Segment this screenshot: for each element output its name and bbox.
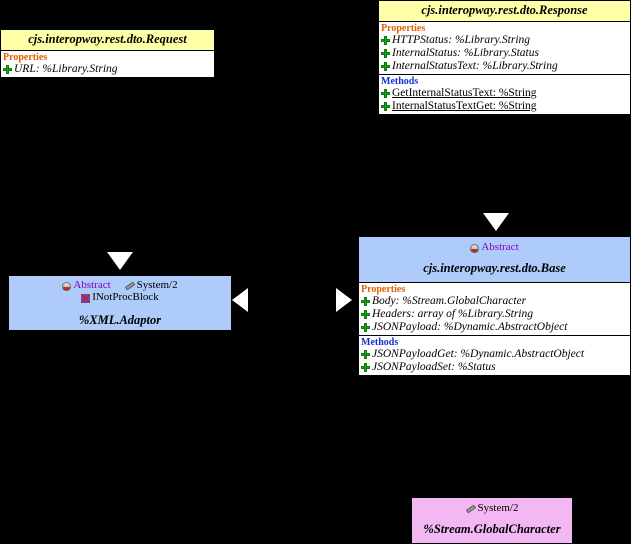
properties-label-base: Properties [361,284,406,295]
properties-compartment-request: Properties URL: %Library.String [1,50,214,77]
badge-row-stream: System/2 [416,502,568,514]
triangle-down-icon [483,213,509,231]
green-plus-icon [381,49,390,58]
class-title-base: cjs.interopway.rest.dto.Base [423,261,566,275]
green-plus-icon [381,89,390,98]
method-text: GetInternalStatusText: %String [392,87,537,99]
class-title-stream: %Stream.GlobalCharacter [423,522,561,536]
class-box-base[interactable]: Abstract cjs.interopway.rest.dto.Base Pr… [358,236,631,376]
badge-abstract: Abstract [470,241,519,253]
interface-icon [81,293,91,303]
triangle-right-icon [336,288,352,312]
class-header-response: cjs.interopway.rest.dto.Response [379,1,630,21]
methods-label-base: Methods [361,337,399,348]
properties-label-response: Properties [381,23,426,34]
class-box-request[interactable]: cjs.interopway.rest.dto.Request Properti… [0,29,215,78]
methods-label-response: Methods [381,76,419,87]
class-header-stream: System/2 %Stream.GlobalCharacter [412,498,572,543]
system-icon [125,282,135,291]
method-row[interactable]: JSONPayloadSet: %Status [359,361,630,374]
green-plus-icon [361,297,370,306]
class-box-stream-globalcharacter[interactable]: System/2 %Stream.GlobalCharacter [411,497,573,544]
property-text: Headers: array of %Library.String [372,308,533,320]
system-icon [466,505,476,514]
methods-compartment-response: Methods GetInternalStatusText: %String I… [379,74,630,114]
green-plus-icon [381,62,390,71]
badge-row-interface: INotProcBlock [13,291,227,303]
methods-compartment-base: Methods JSONPayloadGet: %Dynamic.Abstrac… [359,335,630,375]
property-text: JSONPayload: %Dynamic.AbstractObject [372,321,568,333]
property-row[interactable]: URL: %Library.String [1,63,214,76]
badge-system: System/2 [125,279,178,291]
property-row[interactable]: HTTPStatus: %Library.String [379,34,630,47]
properties-label-request: Properties [3,52,48,63]
badge-abstract-label: Abstract [481,241,519,253]
class-header-request: cjs.interopway.rest.dto.Request [1,30,214,50]
property-text: Body: %Stream.GlobalCharacter [372,295,527,307]
property-row[interactable]: Body: %Stream.GlobalCharacter [359,295,630,308]
method-row[interactable]: GetInternalStatusText: %String [379,87,630,100]
class-title-request: cjs.interopway.rest.dto.Request [28,32,187,46]
abstract-icon [470,243,480,253]
green-plus-icon [381,102,390,111]
method-text: JSONPayloadGet: %Dynamic.AbstractObject [372,348,585,360]
property-row[interactable]: InternalStatus: %Library.Status [379,47,630,60]
property-row[interactable]: JSONPayload: %Dynamic.AbstractObject [359,321,630,334]
class-header-xml-adaptor: Abstract System/2 INotProcBlock %XML.Ada… [9,276,231,330]
green-plus-icon [361,310,370,319]
class-header-base: Abstract cjs.interopway.rest.dto.Base [359,237,630,282]
badge-system-label: System/2 [136,279,178,291]
badge-system-label: System/2 [477,502,519,514]
property-row[interactable]: Headers: array of %Library.String [359,308,630,321]
method-text: InternalStatusTextGet: %String [392,100,537,112]
badge-row-base: Abstract [363,241,626,253]
method-row[interactable]: JSONPayloadGet: %Dynamic.AbstractObject [359,348,630,361]
triangle-left-icon [232,288,248,312]
method-text: JSONPayloadSet: %Status [372,361,496,373]
badge-abstract-label: Abstract [73,279,111,291]
badge-row-xml-adaptor: Abstract System/2 [13,279,227,291]
green-plus-icon [3,65,12,74]
green-plus-icon [361,323,370,332]
class-title-xml-adaptor: %XML.Adaptor [78,313,162,327]
abstract-icon [62,281,72,291]
property-text: URL: %Library.String [14,63,118,75]
badge-interface: INotProcBlock [81,291,159,303]
badge-system: System/2 [466,502,519,514]
badge-interface-label: INotProcBlock [92,291,159,303]
properties-compartment-base: Properties Body: %Stream.GlobalCharacter… [359,282,630,335]
green-plus-icon [361,350,370,359]
class-box-xml-adaptor[interactable]: Abstract System/2 INotProcBlock %XML.Ada… [8,275,232,331]
triangle-down-icon [107,252,133,270]
properties-compartment-response: Properties HTTPStatus: %Library.String I… [379,21,630,74]
property-text: InternalStatusText: %Library.String [392,60,558,72]
property-text: InternalStatus: %Library.Status [392,47,539,59]
method-row[interactable]: InternalStatusTextGet: %String [379,100,630,113]
badge-abstract: Abstract [62,279,111,291]
property-text: HTTPStatus: %Library.String [392,34,531,46]
property-row[interactable]: InternalStatusText: %Library.String [379,60,630,73]
green-plus-icon [381,36,390,45]
class-title-response: cjs.interopway.rest.dto.Response [421,3,588,17]
class-box-response[interactable]: cjs.interopway.rest.dto.Response Propert… [378,0,631,115]
green-plus-icon [361,363,370,372]
